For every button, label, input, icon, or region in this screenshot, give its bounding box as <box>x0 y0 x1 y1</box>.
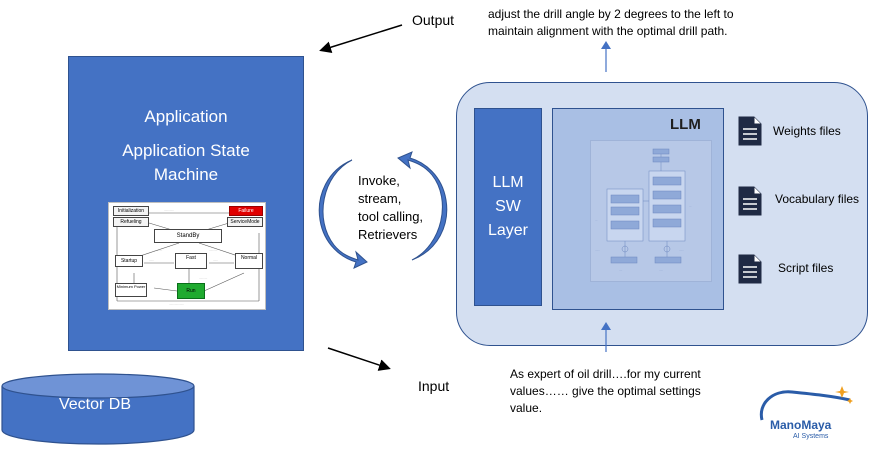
svg-text:...: ... <box>595 218 598 222</box>
state-servicemode: ServiceMode <box>227 217 263 227</box>
svg-text:..........: .......... <box>199 276 208 280</box>
output-arrow <box>319 24 403 54</box>
svg-text:.....: ..... <box>659 268 663 272</box>
svg-text:..................: .................. <box>169 302 184 306</box>
state-minimum-power: Minimum Power <box>115 283 147 297</box>
input-text: As expert of oil drill….for my current v… <box>510 366 701 417</box>
svg-text:...: ... <box>689 204 692 208</box>
llm-sw-line3: Layer <box>487 222 529 239</box>
llm-sw-line1: LLM <box>492 174 524 191</box>
state-machine-title-line2: Machine <box>153 165 219 184</box>
weights-file-icon <box>738 116 762 146</box>
input-arrow <box>327 347 391 371</box>
state-machine-title-line1: Application State <box>122 141 250 160</box>
output-text: adjust the drill angle by 2 degrees to t… <box>488 6 734 40</box>
application-title: Application <box>144 107 228 126</box>
vocabulary-files-label: Vocabulary files <box>775 192 860 206</box>
state-initialization: Initialization <box>113 206 149 216</box>
input-up-arrow <box>601 322 611 352</box>
script-file-icon <box>738 254 762 284</box>
logo-subtitle: AI Systems <box>793 433 829 440</box>
llm-sw-line2: SW <box>495 198 521 215</box>
cycle-arrows <box>318 151 448 269</box>
svg-text:......: ...... <box>595 248 600 252</box>
vocabulary-file-icon <box>738 186 762 216</box>
output-label: Output <box>412 12 455 28</box>
cycle-line3: tool calling, <box>358 209 424 224</box>
svg-text:......: ...... <box>213 258 218 262</box>
input-text-line2: values…… give the optimal settings <box>510 384 701 398</box>
input-text-line1: As expert of oil drill….for my current <box>510 367 701 381</box>
output-text-line1: adjust the drill angle by 2 degrees to t… <box>488 7 734 21</box>
llm-title: LLM <box>670 116 701 133</box>
logo-name: ManoMaya <box>770 418 832 432</box>
cycle-line4: Retrievers <box>358 227 418 242</box>
input-label: Input <box>418 378 450 394</box>
llm-sw-layer: LLM SW Layer <box>474 108 542 306</box>
logo-mark <box>759 386 853 421</box>
transformer-diagram: ... ... ...... ...... .... ..... <box>590 140 712 282</box>
input-text-line3: value. <box>510 401 543 415</box>
vector-db-label: Vector DB <box>58 396 132 413</box>
state-machine-diagram: ............ .......... .......... .....… <box>108 202 266 310</box>
svg-text:......: ...... <box>679 248 684 252</box>
output-text-line2: maintain alignment with the optimal dril… <box>488 24 728 38</box>
state-fast: Fast <box>175 253 207 269</box>
cycle-line2: stream, <box>358 191 402 206</box>
state-refueling: Refueling <box>113 217 149 227</box>
state-run: Run <box>177 283 205 299</box>
svg-text:....: .... <box>619 268 623 272</box>
state-normal: Normal <box>235 253 263 269</box>
weights-files-label: Weights files <box>773 124 841 138</box>
vector-db-cylinder <box>1 373 195 445</box>
svg-text:..........: .......... <box>154 248 163 252</box>
cycle-line1: Invoke, <box>358 173 400 188</box>
script-files-label: Script files <box>778 261 834 275</box>
output-up-arrow <box>601 41 611 72</box>
cycle-text: Invoke, stream, tool calling, Retrievers <box>358 172 423 244</box>
svg-text:..........: .......... <box>209 248 218 252</box>
svg-text:............: ............ <box>164 208 174 212</box>
svg-text:......: ...... <box>149 258 154 262</box>
state-startup: Startup <box>115 255 143 267</box>
state-failure: Failure <box>229 206 263 216</box>
state-standby: StandBy <box>154 229 222 243</box>
